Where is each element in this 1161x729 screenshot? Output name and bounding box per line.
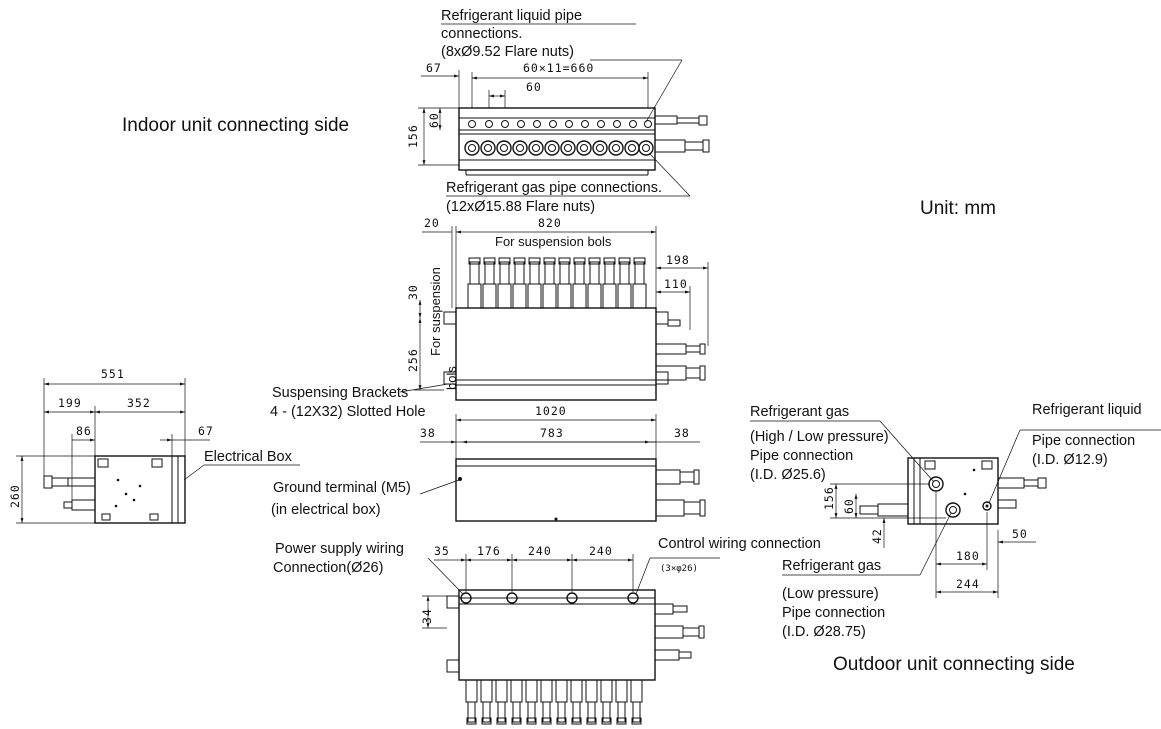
dim-260: 260	[8, 484, 22, 508]
dim-198: 198	[666, 253, 690, 267]
suspension-side-label-2: bols	[444, 366, 459, 390]
left-side-view: 551 199 352 86 67 260 Electrical Box	[8, 367, 300, 524]
dim-240-b: 240	[589, 544, 613, 558]
gas-lp-label-4: (I.D. Ø28.75)	[782, 624, 866, 640]
gas-hl-label-2: (High / Low pressure)	[750, 429, 889, 445]
right-side-view: 156 60 42 50 180 244 Refrigerant gas (Hi…	[750, 402, 1161, 640]
bottom-pipe-stubs	[465, 679, 643, 725]
gas-hl-label-1: Refrigerant gas	[750, 404, 849, 420]
dim-180: 180	[956, 549, 980, 563]
dim-256: 256	[406, 348, 420, 372]
dim-86: 86	[76, 424, 92, 438]
dim-67-top: 67	[426, 61, 442, 75]
liquid-nut-row	[468, 120, 652, 128]
gas-hl-label-3: Pipe connection	[750, 448, 853, 464]
dim-34: 34	[420, 608, 434, 624]
gas-lp-label-3: Pipe connection	[782, 605, 885, 621]
electrical-box-label: Electrical Box	[204, 449, 293, 465]
brackets-label-1: Suspensing Brackets	[272, 385, 408, 401]
liquid-pipe-label-1: Refrigerant liquid pipe	[441, 8, 582, 24]
front-pipe-stubs	[467, 257, 647, 309]
dim-783: 783	[540, 426, 564, 440]
dim-110: 110	[664, 277, 688, 291]
gas-lp-label-1: Refrigerant gas	[782, 558, 881, 574]
dim-660: 60×11=660	[523, 61, 594, 75]
dim-42: 42	[870, 528, 884, 544]
dim-30: 30	[406, 284, 420, 300]
liquid-out-label-1: Refrigerant liquid	[1032, 402, 1142, 418]
liquid-out-label-2: Pipe connection	[1032, 433, 1135, 449]
gas-lp-label-2: (Low pressure)	[782, 586, 879, 602]
front-view-2: 1020 38 783 38 Ground terminal (M5) (in …	[271, 404, 706, 522]
power-label-2: Connection(Ø26)	[273, 560, 383, 576]
brackets-label-2: 4 - (12X32) Slotted Hole	[270, 404, 426, 420]
dim-20: 20	[424, 216, 440, 230]
liquid-pipe-label-3: (8xØ9.52 Flare nuts)	[441, 44, 574, 60]
dim-50: 50	[1012, 527, 1028, 541]
gas-nut-row	[464, 140, 654, 156]
liquid-pipe-label-2: connections.	[441, 26, 522, 42]
control-label-1: Control wiring connection	[658, 536, 821, 552]
dim-244: 244	[956, 577, 980, 591]
dim-352: 352	[127, 396, 151, 410]
dim-820: 820	[538, 216, 562, 230]
gas-pipe-label-1: Refrigerant gas pipe connections.	[446, 180, 662, 196]
dim-156-left: 156	[406, 124, 420, 148]
dim-60-horizontal: 60	[526, 80, 542, 94]
dim-67-left: 67	[198, 424, 214, 438]
dim-60-vertical: 60	[427, 112, 441, 128]
outdoor-side-heading: Outdoor unit connecting side	[833, 654, 1075, 675]
suspension-top-label: For suspension bols	[495, 234, 612, 249]
dim-38-left: 38	[420, 426, 436, 440]
dim-35: 35	[434, 544, 450, 558]
gas-hl-label-4: (I.D. Ø25.6)	[750, 467, 826, 483]
dim-60-right: 60	[842, 498, 856, 514]
front-view: 20 820 For suspension bols 198 110 30 25…	[270, 216, 709, 420]
unit-label: Unit: mm	[920, 198, 996, 219]
dim-240-a: 240	[528, 544, 552, 558]
liquid-out-label-3: (I.D. Ø12.9)	[1032, 452, 1108, 468]
ground-label-1: Ground terminal (M5)	[273, 480, 411, 496]
top-view: 67 60×11=660 60 156 60 Refrigerant liqui…	[406, 8, 710, 215]
dim-176: 176	[477, 544, 501, 558]
gas-pipe-label-2: (12xØ15.88 Flare nuts)	[446, 199, 595, 215]
dim-199: 199	[58, 396, 82, 410]
dim-551: 551	[101, 367, 125, 381]
control-label-2: (3×φ26)	[660, 564, 698, 574]
dim-156-right: 156	[822, 486, 836, 510]
ground-label-2: (in electrical box)	[271, 502, 381, 518]
bottom-view: 35 176 240 240 34 Power supply wiring Co…	[273, 536, 821, 725]
power-label-1: Power supply wiring	[275, 541, 404, 557]
dim-38-right: 38	[674, 426, 690, 440]
indoor-side-heading: Indoor unit connecting side	[122, 115, 349, 136]
suspension-side-label-1: For suspension	[428, 267, 443, 356]
dim-1020: 1020	[535, 404, 567, 418]
